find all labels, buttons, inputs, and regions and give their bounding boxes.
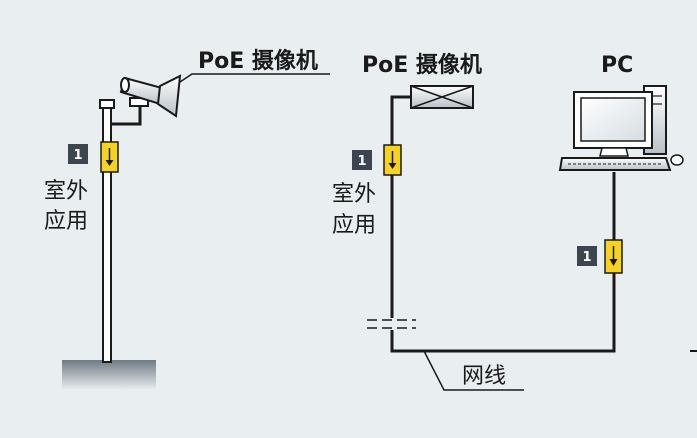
right-installation: PC 1 <box>558 53 697 352</box>
badge-left-number: 1 <box>73 148 82 163</box>
box-camera-icon <box>410 85 474 109</box>
camera-left-leader <box>179 73 330 83</box>
cable-label-leader <box>423 350 524 391</box>
cable-label: 网线 <box>462 364 506 389</box>
outdoor-mid-label-line1: 室外 <box>332 182 376 207</box>
outdoor-mid-label-line2: 应用 <box>332 213 376 238</box>
badge-left <box>68 144 88 164</box>
outdoor-left-label-line1: 室外 <box>44 179 88 204</box>
camera-left-label: PoE 摄像机 <box>198 48 318 74</box>
surge-protector-icon <box>100 141 119 173</box>
badge-right <box>577 246 597 266</box>
badge-right-number: 1 <box>582 250 591 265</box>
pole-cap <box>99 99 115 109</box>
cable-break-mark <box>367 319 416 329</box>
outdoor-left-label-line2: 应用 <box>44 209 88 234</box>
pc-label: PC <box>601 53 633 78</box>
left-installation: PoE 摄像机 1 室外 应用 <box>44 48 330 390</box>
surge-protector-icon <box>383 144 402 176</box>
bullet-camera-icon <box>119 74 182 118</box>
badge-mid <box>352 150 372 170</box>
camera-mid-label: PoE 摄像机 <box>362 52 482 78</box>
surge-protector-icon <box>604 239 623 274</box>
badge-mid-number: 1 <box>357 154 366 169</box>
middle-installation: PoE 摄像机 1 室外 应用 网线 <box>332 52 616 391</box>
pole-cable <box>111 102 142 126</box>
ground-block <box>62 360 156 390</box>
network-cable-upper <box>390 95 411 318</box>
desktop-pc-icon <box>558 85 684 171</box>
